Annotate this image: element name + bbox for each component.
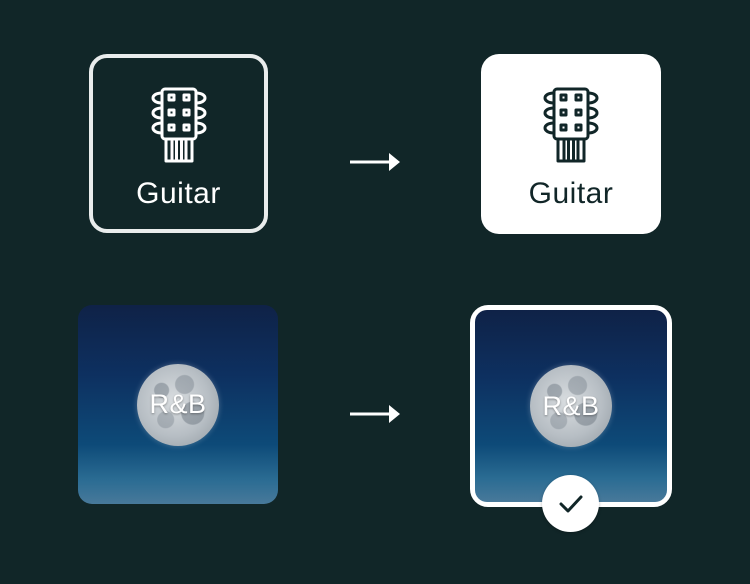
rnb-tile-image: R&B	[475, 310, 667, 502]
checkmark-icon	[559, 495, 582, 512]
guitar-label: Guitar	[528, 177, 614, 210]
rnb-label: R&B	[542, 390, 600, 421]
rnb-tile-unselected[interactable]: R&B	[78, 305, 278, 504]
guitar-headstock-icon	[151, 87, 206, 162]
guitar-tile-selected[interactable]: Guitar	[481, 54, 661, 234]
arrow-right-icon	[350, 405, 400, 423]
selected-check-badge	[542, 475, 599, 532]
rnb-label: R&B	[149, 389, 207, 419]
moon-image: R&B	[530, 365, 612, 447]
guitar-tile-unselected[interactable]: Guitar	[89, 54, 268, 233]
guitar-headstock-icon	[543, 87, 599, 163]
guitar-label: Guitar	[136, 176, 221, 210]
arrow-right-icon	[350, 153, 400, 171]
moon-image: R&B	[137, 363, 219, 446]
